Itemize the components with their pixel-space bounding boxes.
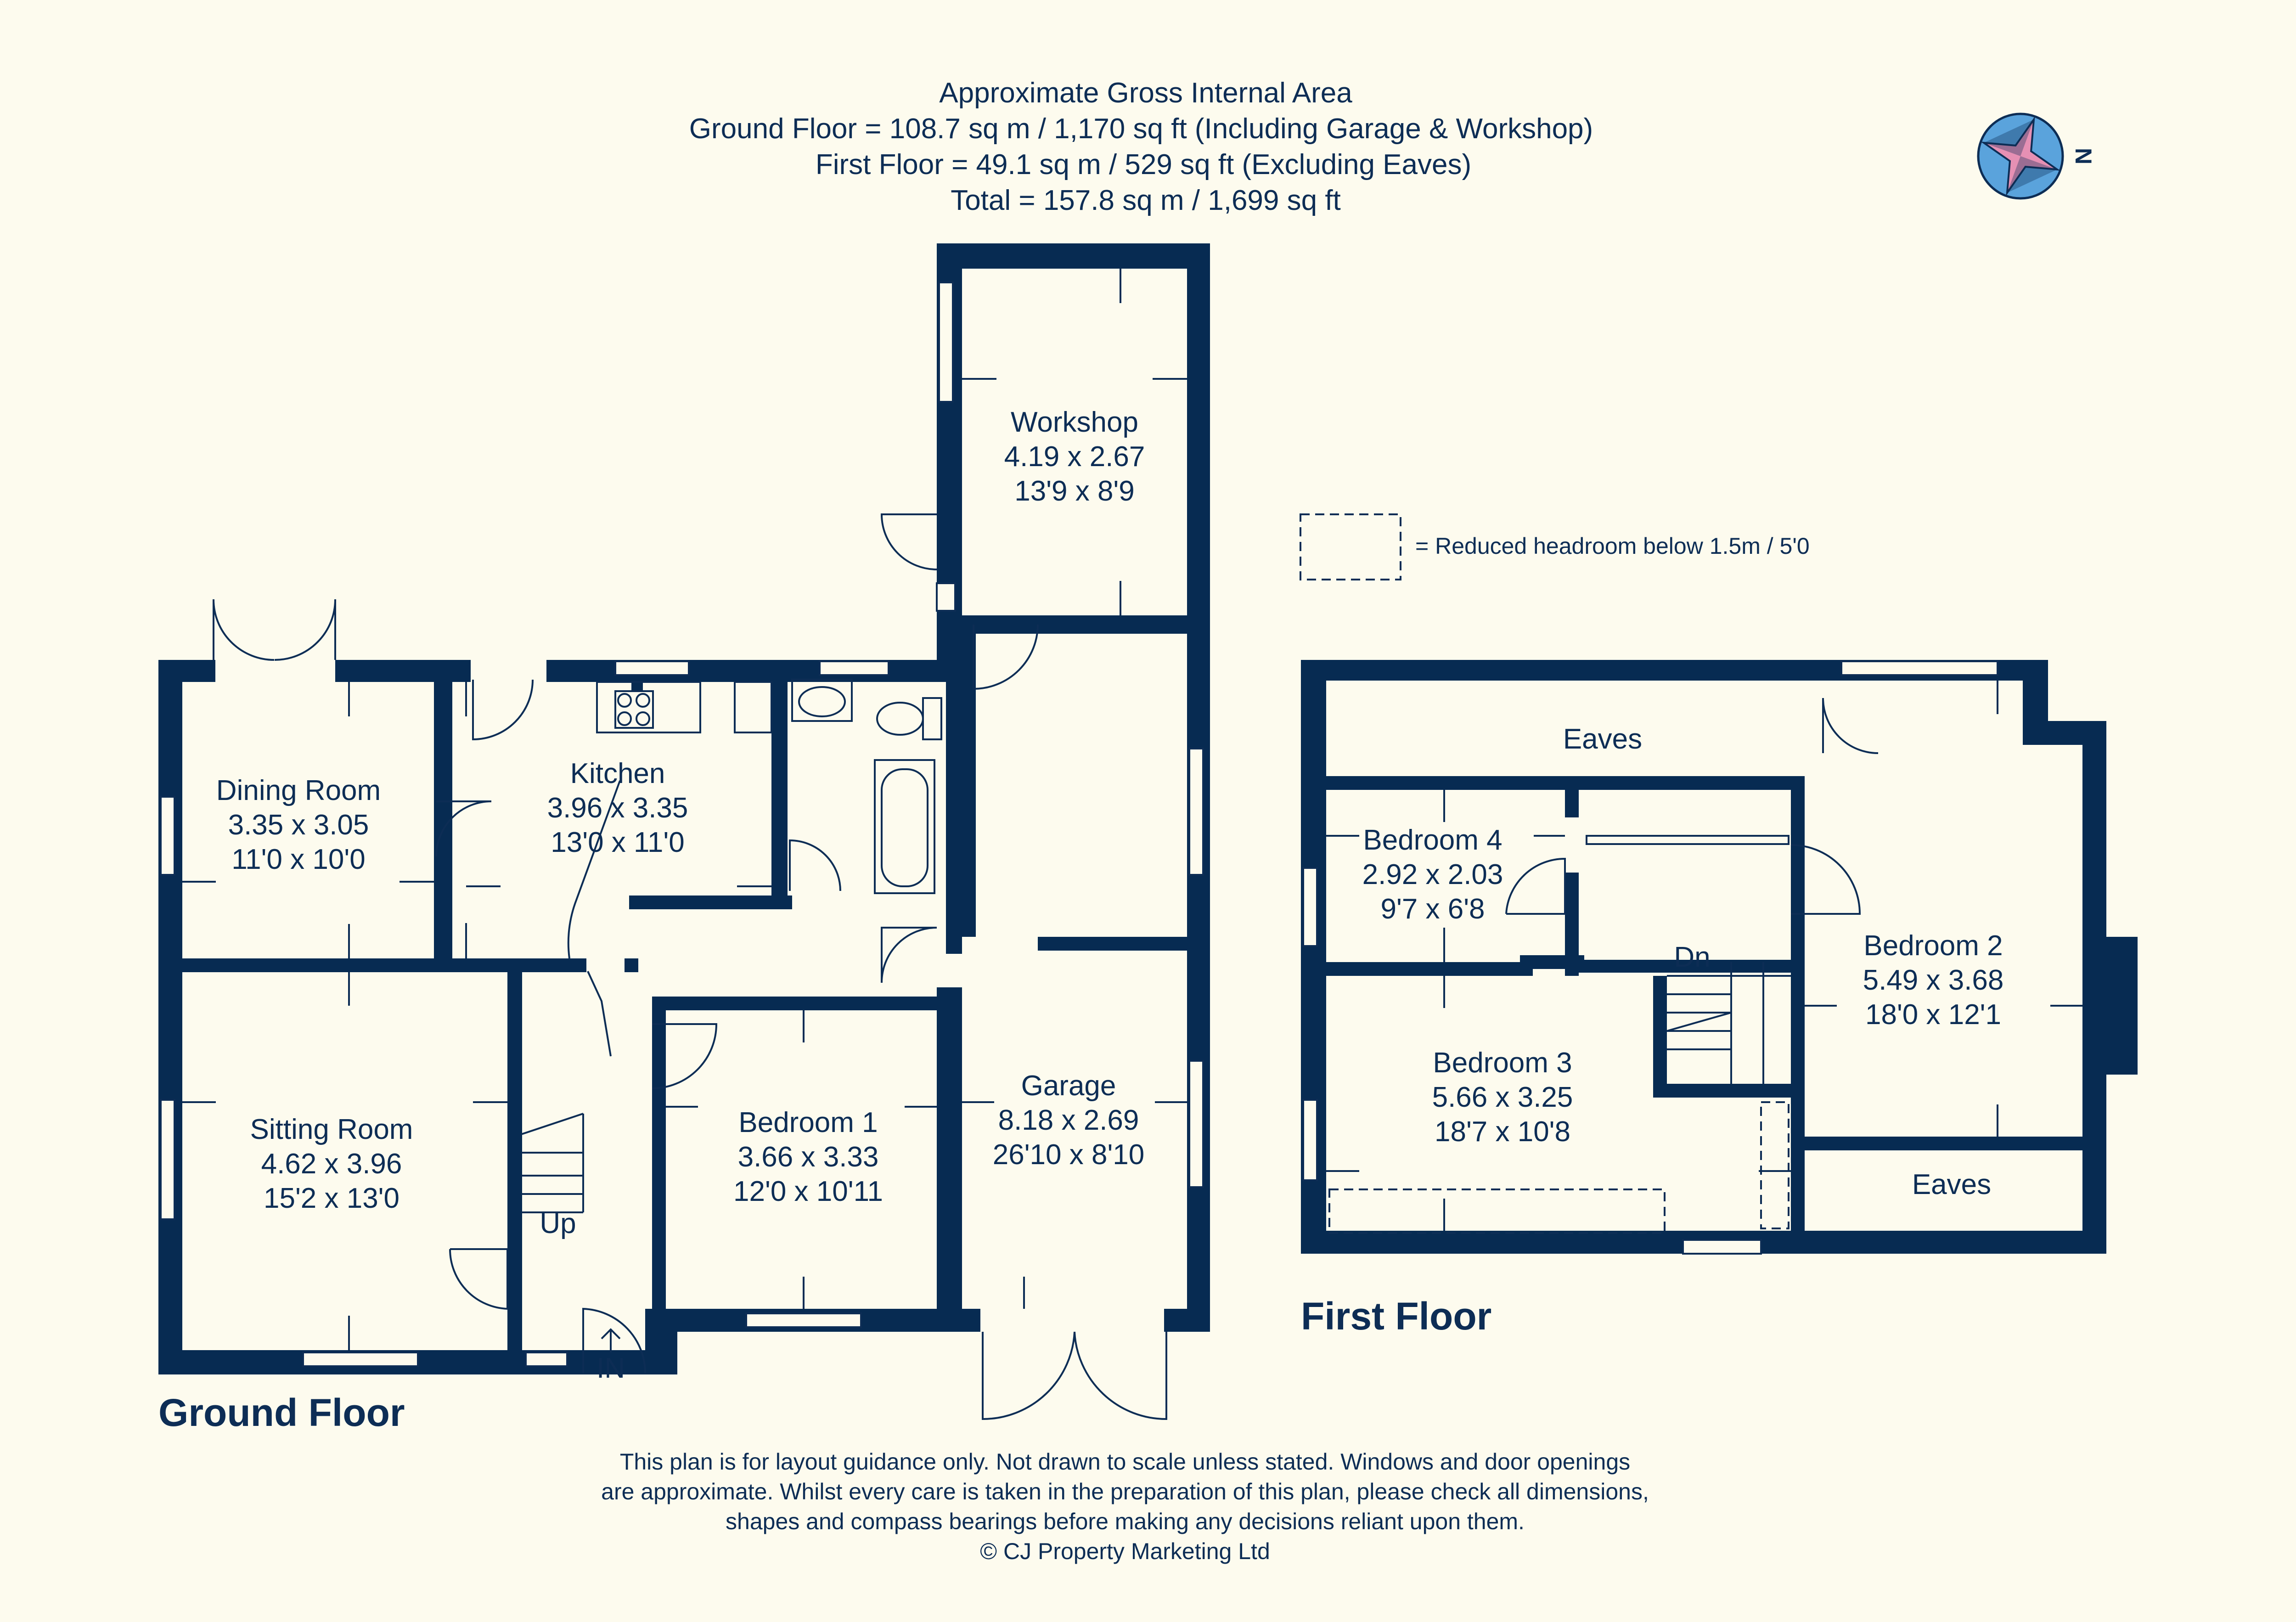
room-name: Bedroom 2 [1863, 930, 2003, 962]
disclaimer-line: are approximate. Whilst every care is ta… [601, 1479, 1649, 1504]
room-eaves-bottom: Eaves [1912, 1169, 1991, 1200]
room-garage: Garage 8.18 x 2.69 26'10 x 8'10 [993, 1070, 1145, 1171]
north-label: N [2071, 148, 2096, 164]
room-name: Sitting Room [250, 1114, 413, 1145]
room-name: Bedroom 3 [1433, 1047, 1572, 1079]
room-metric: 5.49 x 3.68 [1863, 964, 2004, 996]
room-imperial: 13'0 x 11'0 [551, 827, 684, 858]
room-metric: 3.66 x 3.33 [738, 1141, 879, 1173]
room-metric: 5.66 x 3.25 [1432, 1081, 1573, 1113]
room-name: Bedroom 4 [1363, 824, 1502, 856]
room-imperial: 11'0 x 10'0 [231, 844, 365, 875]
room-metric: 8.18 x 2.69 [998, 1104, 1139, 1136]
room-metric: 4.19 x 2.67 [1004, 441, 1145, 473]
ground-floor-title: Ground Floor [158, 1391, 405, 1434]
room-dining: Dining Room 3.35 x 3.05 11'0 x 10'0 [216, 775, 381, 875]
stairs-down-label: Dn [1674, 941, 1710, 973]
first-floor-title: First Floor [1301, 1295, 1491, 1338]
room-imperial: 15'2 x 13'0 [264, 1183, 400, 1214]
disclaimer: This plan is for layout guidance only. N… [601, 1449, 1649, 1564]
room-metric: 3.96 x 3.35 [547, 792, 688, 824]
room-metric: 3.35 x 3.05 [228, 809, 369, 841]
ground-floor-plan: Workshop 4.19 x 2.67 13'9 x 8'9 Dining R… [158, 243, 1210, 1434]
room-metric: 2.92 x 2.03 [1362, 859, 1503, 890]
room-eaves-top: Eaves [1563, 723, 1642, 755]
copyright: © CJ Property Marketing Ltd [980, 1538, 1270, 1564]
area-heading: Approximate Gross Internal Area [939, 77, 1352, 109]
room-imperial: 12'0 x 10'11 [733, 1176, 883, 1207]
room-imperial: 13'9 x 8'9 [1014, 475, 1135, 507]
room-workshop: Workshop 4.19 x 2.67 13'9 x 8'9 [1004, 406, 1145, 507]
entrance-label: IN [597, 1352, 625, 1384]
compass-icon: N [1977, 113, 2096, 200]
room-sitting: Sitting Room 4.62 x 3.96 15'2 x 13'0 [250, 1114, 413, 1214]
room-name: Dining Room [216, 775, 381, 806]
headroom-legend: = Reduced headroom below 1.5m / 5'0 [1300, 513, 1810, 580]
room-metric: 4.62 x 3.96 [261, 1148, 402, 1180]
first-floor-area: First Floor = 49.1 sq m / 529 sq ft (Exc… [816, 149, 1471, 180]
room-bedroom-3: Bedroom 3 5.66 x 3.25 18'7 x 10'8 [1432, 1047, 1573, 1148]
room-imperial: 26'10 x 8'10 [993, 1139, 1145, 1171]
legend-text: = Reduced headroom below 1.5m / 5'0 [1415, 533, 1810, 559]
room-imperial: 18'7 x 10'8 [1435, 1116, 1570, 1148]
room-name: Kitchen [570, 758, 665, 789]
legend-swatch [1300, 513, 1401, 580]
ground-floor-area: Ground Floor = 108.7 sq m / 1,170 sq ft … [689, 113, 1593, 145]
first-floor-plan: Eaves Bedroom 4 2.92 x 2.03 9'7 x 6'8 Be… [1301, 660, 2138, 1338]
disclaimer-line: shapes and compass bearings before makin… [726, 1509, 1525, 1534]
room-imperial: 9'7 x 6'8 [1380, 893, 1485, 925]
room-bedroom-2: Bedroom 2 5.49 x 3.68 18'0 x 12'1 [1863, 930, 2004, 1031]
stairs-up-label: Up [540, 1208, 576, 1239]
disclaimer-line: This plan is for layout guidance only. N… [620, 1449, 1630, 1475]
room-name: Workshop [1011, 406, 1138, 438]
room-name: Garage [1021, 1070, 1116, 1102]
room-bedroom-4: Bedroom 4 2.92 x 2.03 9'7 x 6'8 [1362, 824, 1503, 925]
room-imperial: 18'0 x 12'1 [1865, 999, 2001, 1031]
room-kitchen: Kitchen 3.96 x 3.35 13'0 x 11'0 [547, 758, 688, 858]
room-bedroom-1: Bedroom 1 3.66 x 3.33 12'0 x 10'11 [733, 1107, 883, 1207]
total-area: Total = 157.8 sq m / 1,699 sq ft [951, 185, 1341, 216]
area-summary: Approximate Gross Internal Area Ground F… [689, 77, 1593, 216]
room-name: Bedroom 1 [738, 1107, 878, 1138]
